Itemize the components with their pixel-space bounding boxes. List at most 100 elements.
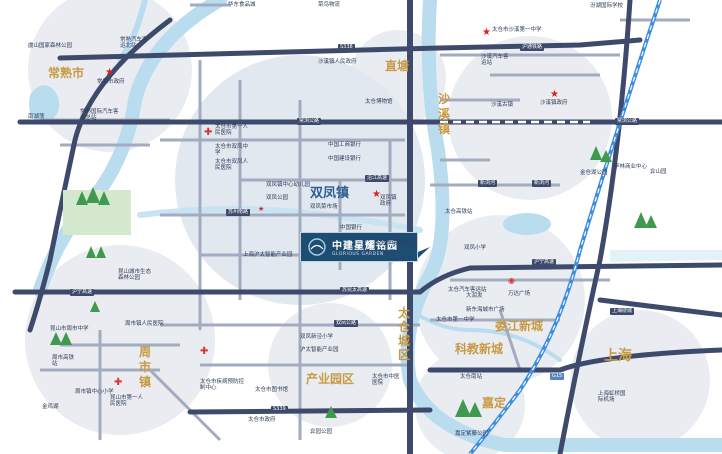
road-right-vertical [557, 0, 633, 454]
poi-label: 太仓市疾病预防控制中心 [200, 379, 245, 391]
district-label: 常熟市 [48, 66, 85, 80]
poi-label: 沙溪镇人民政府 [318, 59, 357, 65]
poi-label: 太仓市双凤中学 [215, 144, 249, 156]
poi-label: 菜鸟物流 [318, 2, 341, 8]
hospital-icon: ◉ [508, 276, 515, 285]
district-label: 产业园区 [306, 372, 355, 386]
park-zone-green [63, 190, 131, 235]
poi-label: 太仓市第一中学 [436, 317, 475, 323]
poi-label: 太仓市政府 [248, 417, 276, 423]
poi-label: 太仓高铁站 [445, 209, 473, 215]
poi-label: 沪太智能产业园 [300, 347, 339, 353]
poi-label: 南湖荡 [28, 114, 45, 120]
project-name: 中建星耀铭园 [332, 241, 398, 252]
poi-label: 双凤新泾小学 [300, 334, 334, 340]
district-label: 沙溪镇 [438, 92, 451, 136]
poi-label: 周市镇中心小学 [75, 389, 114, 395]
poi-label: 太仓市双凤人民医院 [215, 159, 249, 171]
road-shield: 双凤公路 [334, 320, 359, 327]
road-shield: 沪通铁路 [520, 44, 545, 51]
hospital-icon: ✚ [200, 346, 209, 357]
major-roads [12, 0, 722, 454]
road-left-curve [27, 17, 173, 333]
district-label: 娄江新城 [495, 319, 544, 333]
poi-label: 周市高铁站 [52, 355, 75, 367]
district-label: 科教新城 [455, 342, 504, 356]
road-s339 [187, 407, 433, 415]
poi-label: 昆山城市生态森林公园 [118, 269, 152, 281]
poi-label: 双凤小学 [464, 245, 487, 251]
poi-label: 汾湖国际学校 [590, 3, 624, 9]
road-shield: 常浏公路 [615, 118, 640, 125]
poi-label: 虞山国家森林公园 [28, 43, 73, 49]
road-shield: 上海绕城 [610, 308, 635, 315]
road-shield: 新浏河 [478, 180, 498, 187]
project-logo-box[interactable]: 中建星耀铭园 GLORIOUS GARDEN [300, 232, 418, 262]
circle-kejiao [415, 215, 585, 385]
poi-label: 沙溪镇政府 [540, 100, 568, 106]
star-icon: ★ [258, 205, 265, 213]
jinsha-lake [503, 213, 551, 235]
star-icon: ★ [550, 89, 559, 100]
poi-label: 太仓南站 [460, 374, 483, 380]
poi-label: 太仓市运动中心 [375, 240, 414, 246]
road-shanghai-edge [557, 347, 722, 373]
poi-label: 沙溪汽车客运站 [481, 54, 509, 66]
hospital-icon: ✚ [204, 127, 213, 138]
poi-label: 嘉定紫藤公园 [455, 431, 489, 437]
water-bodies [29, 85, 722, 262]
poi-label: 太仓市图书馆 [255, 387, 289, 393]
poi-label: 中国银行 [340, 225, 363, 231]
poi-label: 万达广场 [508, 291, 531, 297]
road-s338 [57, 37, 643, 61]
poi-label: 昆山市周市中学 [50, 326, 89, 332]
poi-label: 上海沪太智能产业园 [243, 252, 293, 258]
road-shield: 常浏公路 [297, 118, 322, 125]
star-icon: ★ [105, 67, 114, 78]
poi-label: 太仓市中医医院 [372, 374, 400, 386]
road-shield: 沿江高速 [365, 175, 390, 182]
district-label: 上海 [604, 348, 632, 364]
poi-label: 太仓汽车客运站 [448, 287, 487, 293]
project-name-en: GLORIOUS GARDEN [332, 252, 384, 257]
poi-label: 常熟市政府 [97, 79, 125, 85]
poi-label: 大润发 [466, 293, 483, 299]
circle-shanghai [570, 310, 710, 450]
road-shield: G15 [550, 373, 565, 380]
star-icon: ★ [372, 189, 381, 200]
road-shield: S338 [338, 44, 355, 51]
road-shield: 沪宁高速 [532, 259, 557, 266]
poi-label: 双凤镇政府 [380, 195, 397, 207]
star-icon: ★ [482, 27, 491, 38]
district-label: 太仓城区 [398, 306, 411, 362]
district-label: 直塘 [385, 59, 410, 73]
hsr-line [468, 0, 662, 454]
river-east-area [610, 250, 722, 262]
road-shield: S339 [271, 406, 288, 413]
poi-label: 新东海城市广场 [466, 307, 505, 313]
poi-label: 双凤镇中心幼儿园 [266, 182, 311, 188]
poi-label: 周市镇人民医院 [125, 321, 164, 327]
poi-label: 金仓湖公园 [580, 170, 608, 176]
poi-label: 中国建设银行 [328, 156, 362, 162]
poi-label: 华东食品城 [228, 2, 256, 8]
river-left-arc [33, 0, 227, 297]
poi-label: 弇山园 [650, 169, 667, 175]
road-shield: 新浏河 [532, 180, 552, 187]
district-label: 嘉定 [482, 396, 507, 410]
poi-label: 太仓市沙溪第一中学 [492, 27, 542, 33]
poi-label: 上海虹桥国际机场 [598, 391, 626, 403]
hospital-icon: ✚ [114, 377, 123, 388]
road-shield: 沪宁高速 [70, 289, 95, 296]
kunchenghu-lake [29, 85, 60, 123]
district-label: 双凤镇 [310, 186, 350, 201]
liuhe-river [400, 0, 722, 452]
poi-label: 亭林商业中心 [614, 164, 648, 170]
poi-label: 昆山市第一人民医院 [110, 395, 144, 407]
poi-label: 太仓博物馆 [365, 99, 393, 105]
road-hunin-gaosu [12, 262, 722, 295]
district-label: 周市镇 [139, 345, 152, 389]
poi-label: 双凤菜市场 [310, 204, 338, 210]
river-bottom-curve [408, 308, 562, 362]
